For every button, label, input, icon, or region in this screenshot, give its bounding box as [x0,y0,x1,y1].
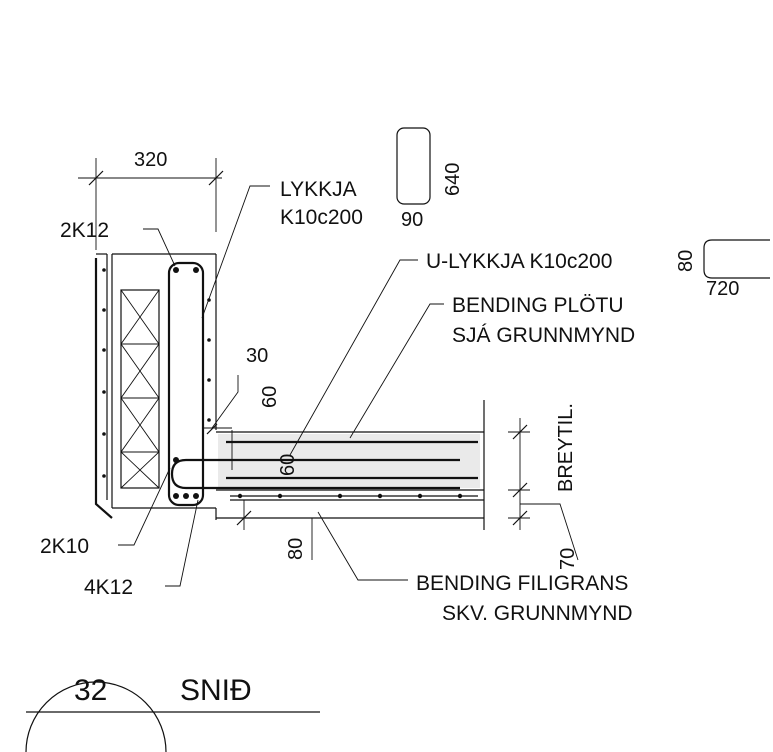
section-number: 32 [74,674,107,707]
dim-bottom-offset-text: 70 [557,548,579,570]
label-rebar-mid: 2K10 [40,535,89,558]
dim-loop-height-text: 640 [442,163,464,196]
lykkja-loop-shape: 640 90 [396,127,464,231]
section-title: SNIÐ [180,674,252,707]
label-rebar-top: 2K12 [60,219,109,242]
label-bending-filigrans-line2: SKV. GRUNNMYND [442,602,633,625]
wall [94,253,217,520]
label-breytil: BREYTIL. [555,403,577,492]
dim-cover-vertical-text: 60 [259,386,281,408]
leader-bending-plotu [349,303,444,439]
slab [170,400,485,530]
label-u-lykkja: U-LYKKJA K10c200 [426,250,612,273]
dimension-cover: 30 60 60 [204,345,299,476]
label-lykkja-line1: LYKKJA [280,178,357,201]
dim-cover-horizontal-text: 30 [246,345,268,367]
dim-u-loop-height-text: 80 [675,250,697,272]
leader-rebar-top [143,228,176,267]
leader-u-lykkja [289,259,418,456]
leader-rebar-mid [118,467,171,546]
dimension-wall-width: 320 [78,149,224,250]
leader-rebar-bottom [165,499,199,587]
dim-wall-width-text: 320 [134,149,167,171]
u-lykkja-shape [703,239,770,279]
wall-loop-rebar [167,261,205,507]
label-bending-filigrans-line1: BENDING FILIGRANS [416,572,628,595]
dim-u-loop-length-text: 720 [706,278,739,300]
section-marker: 32 SNIÐ [25,674,320,752]
dim-filigran-text: 80 [285,538,307,560]
dimension-breytil: BREYTIL. 70 [508,403,579,570]
label-rebar-bottom: 4K12 [84,576,133,599]
label-bending-plotu-line1: BENDING PLÖTU [452,294,624,317]
dim-loop-width-text: 90 [401,209,423,231]
leader-lykkja [201,185,270,319]
dimension-filigran: 80 [236,500,313,560]
leader-bending-filigrans [317,511,408,581]
label-lykkja-line2: K10c200 [280,206,363,229]
label-bending-plotu-line2: SJÁ GRUNNMYND [452,324,635,347]
dim-slab-inner-text: 60 [277,454,299,476]
